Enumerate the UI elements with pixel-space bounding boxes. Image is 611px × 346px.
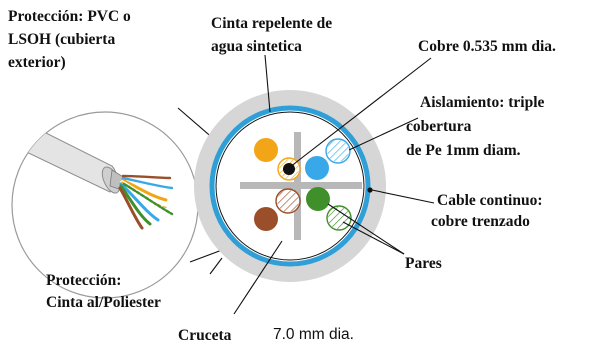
conductor-blue-white-hatch	[327, 140, 349, 162]
cable-cross-section	[194, 90, 386, 282]
label-outer-jacket: Protección: PVC o LSOH (cubierta exterio…	[8, 8, 135, 71]
conductor-green-white-hatch	[328, 207, 350, 229]
label-drain-wire: Cable continuo: cobre trenzado	[431, 192, 546, 230]
conductor-orange	[254, 138, 278, 162]
cross-separator-vertical	[294, 132, 301, 240]
label-water-tape: Cinta repelente de agua sintetica	[211, 15, 336, 55]
conductor-brown	[254, 207, 278, 231]
drain-wire	[367, 187, 373, 193]
conductor-brown-white-hatch	[277, 190, 299, 212]
label-pairs: Pares	[405, 255, 442, 272]
conductor-green	[306, 187, 330, 211]
magnifier-connector-bottom	[189, 249, 223, 263]
label-diameter: 7.0 mm dia.	[273, 326, 354, 343]
twisted-conductors	[118, 174, 174, 230]
label-foil: Protección: Cinta al/Poliester	[46, 272, 161, 311]
label-cross-separator: Cruceta	[178, 327, 232, 344]
label-copper: Cobre 0.535 mm dia.	[418, 38, 556, 55]
cable-side-view-illustration	[11, 111, 199, 299]
water-tape-ring	[209, 105, 371, 267]
leader-lines	[209, 54, 435, 315]
label-insulation: Aislamiento: triple cobertura de Pe 1mm …	[406, 94, 548, 159]
magnifier-connector-top	[177, 107, 216, 141]
conductor-blue	[305, 156, 329, 180]
